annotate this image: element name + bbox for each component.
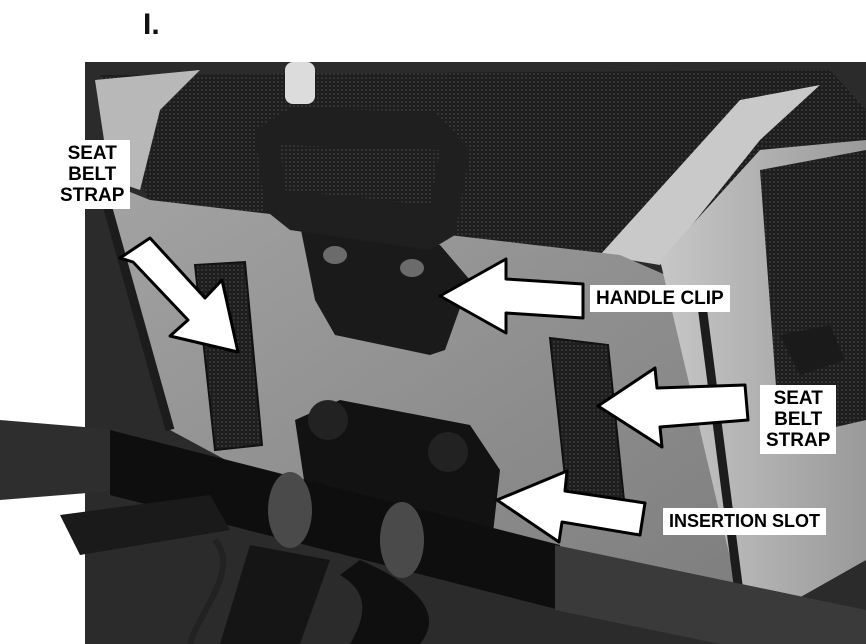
bag-piping xyxy=(95,178,745,601)
right-knob xyxy=(780,325,845,375)
handlebar xyxy=(110,430,560,610)
arrow-seat-belt-left xyxy=(118,236,240,354)
handlebar-left-grip xyxy=(0,420,125,500)
front-wheel xyxy=(340,560,430,644)
seat-belt-strap-label-left: SEAT BELT STRAP xyxy=(54,140,131,209)
handlebar-clamp-ring xyxy=(380,502,424,578)
bike-stem xyxy=(220,545,330,644)
handle-clip-label: HANDLE CLIP xyxy=(590,285,730,312)
label-line: STRAP xyxy=(60,185,125,206)
knob-right xyxy=(428,432,468,472)
bag-top-rim-right xyxy=(600,85,820,265)
clip-hole-right xyxy=(400,259,424,277)
clip-hole-left xyxy=(323,246,347,264)
brake-lever xyxy=(60,495,230,555)
step-label: I. xyxy=(143,8,160,41)
label-line: SEAT xyxy=(773,388,823,409)
knob-left xyxy=(308,400,348,440)
label-line: BELT xyxy=(774,409,823,430)
label-line: BELT xyxy=(68,164,117,185)
label-line: SEAT xyxy=(67,143,117,164)
arrow-handle-clip xyxy=(438,257,585,335)
arrow-seat-belt-right xyxy=(596,366,750,449)
side-mesh xyxy=(760,150,866,440)
seat-belt-strap-label-right: SEAT BELT STRAP xyxy=(760,385,837,454)
label-line: STRAP xyxy=(766,430,831,451)
handlebar-clamp-ring xyxy=(268,472,312,548)
rod xyxy=(285,62,315,104)
arrow-insertion-slot xyxy=(495,469,647,544)
insertion-slot-label: INSERTION SLOT xyxy=(663,508,827,535)
handlebar-right-grip xyxy=(555,545,866,644)
handle-grip xyxy=(280,145,440,205)
brake-cable xyxy=(187,538,227,644)
